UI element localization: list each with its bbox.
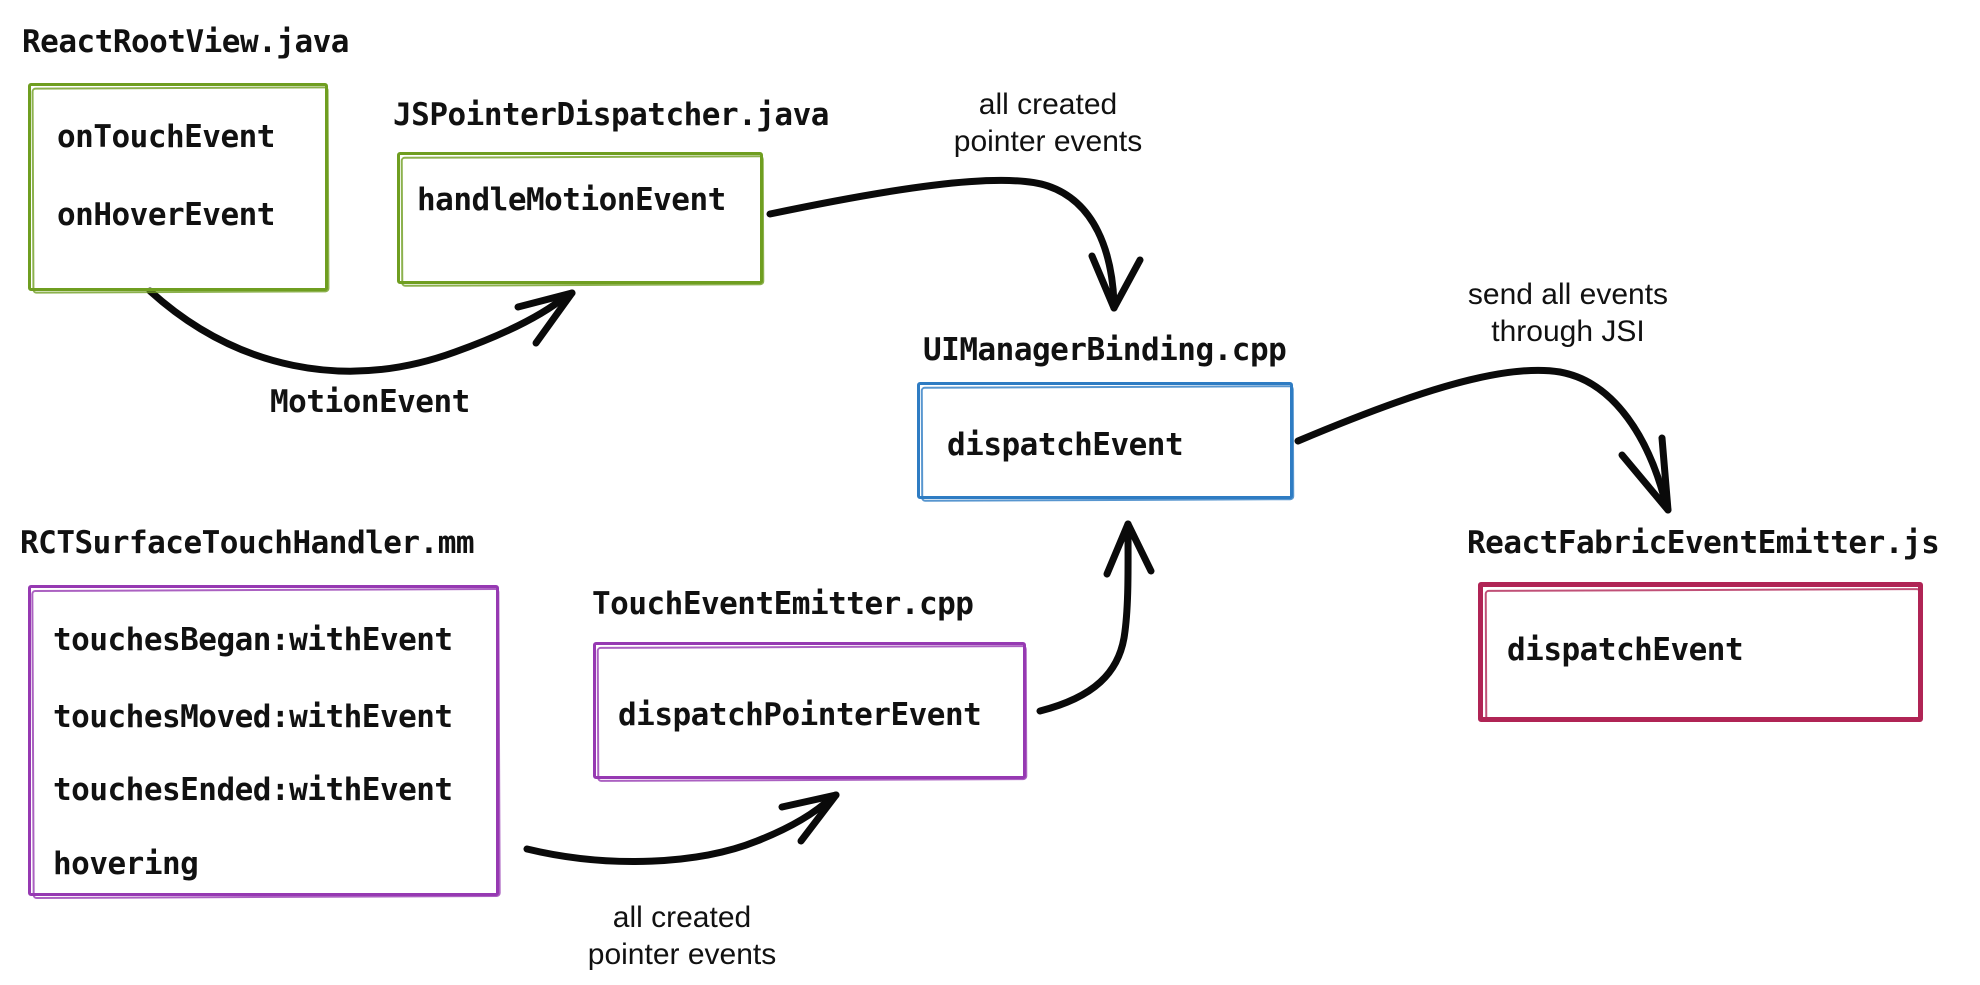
file-title-ui-manager-binding: UIManagerBinding.cpp	[923, 332, 1287, 368]
arrow-ios-to-emitter	[523, 791, 840, 865]
edge-label-line: all created	[612, 901, 752, 934]
method-hovering: hovering	[53, 846, 199, 882]
method-on-touch-event: onTouchEvent	[57, 119, 275, 155]
node-box-ui-manager-binding	[917, 382, 1293, 499]
file-title-touch-event-emitter: TouchEventEmitter.cpp	[592, 586, 974, 622]
method-handle-motion-event: handleMotionEvent	[417, 182, 726, 218]
file-title-js-pointer-dispatcher: JSPointerDispatcher.java	[393, 97, 829, 133]
method-touches-moved: touchesMoved:withEvent	[53, 699, 453, 735]
method-dispatch-event-js: dispatchEvent	[1507, 632, 1744, 668]
arrow-android-to-binding	[766, 176, 1144, 312]
edge-label-android-to-binding: all created pointer events	[918, 86, 1178, 160]
file-title-react-root-view: ReactRootView.java	[22, 24, 349, 60]
method-on-hover-event: onHoverEvent	[57, 197, 275, 233]
arrow-binding-to-js	[1294, 366, 1672, 514]
method-touches-ended: touchesEnded:withEvent	[53, 772, 453, 808]
edge-label-line: through JSI	[1491, 315, 1645, 348]
node-box-js-pointer-dispatcher	[397, 152, 763, 284]
method-touches-began: touchesBegan:withEvent	[53, 622, 453, 658]
edge-label-motion-event: MotionEvent	[270, 384, 470, 420]
edge-label-line: pointer events	[953, 125, 1143, 158]
node-box-rct-surface-touch-handler	[28, 585, 499, 896]
arrow-motion-event	[146, 287, 576, 375]
edge-label-line: all created	[978, 88, 1118, 121]
edge-label-line: send all events	[1467, 278, 1669, 311]
node-box-react-root-view	[28, 83, 328, 291]
node-box-touch-event-emitter	[593, 642, 1026, 779]
arrow-emitter-to-binding	[1036, 520, 1155, 715]
method-dispatch-event-binding: dispatchEvent	[947, 427, 1184, 463]
edge-label-line: pointer events	[587, 938, 777, 971]
file-title-rct-surface-touch-handler: RCTSurfaceTouchHandler.mm	[20, 525, 475, 561]
method-dispatch-pointer-event: dispatchPointerEvent	[618, 697, 982, 733]
node-box-react-fabric-event-emitter	[1478, 582, 1923, 722]
file-title-react-fabric-event-emitter: ReactFabricEventEmitter.js	[1467, 525, 1940, 561]
edge-label-binding-to-js: send all events through JSI	[1438, 276, 1698, 350]
edge-label-ios-to-emitter: all created pointer events	[552, 899, 812, 973]
